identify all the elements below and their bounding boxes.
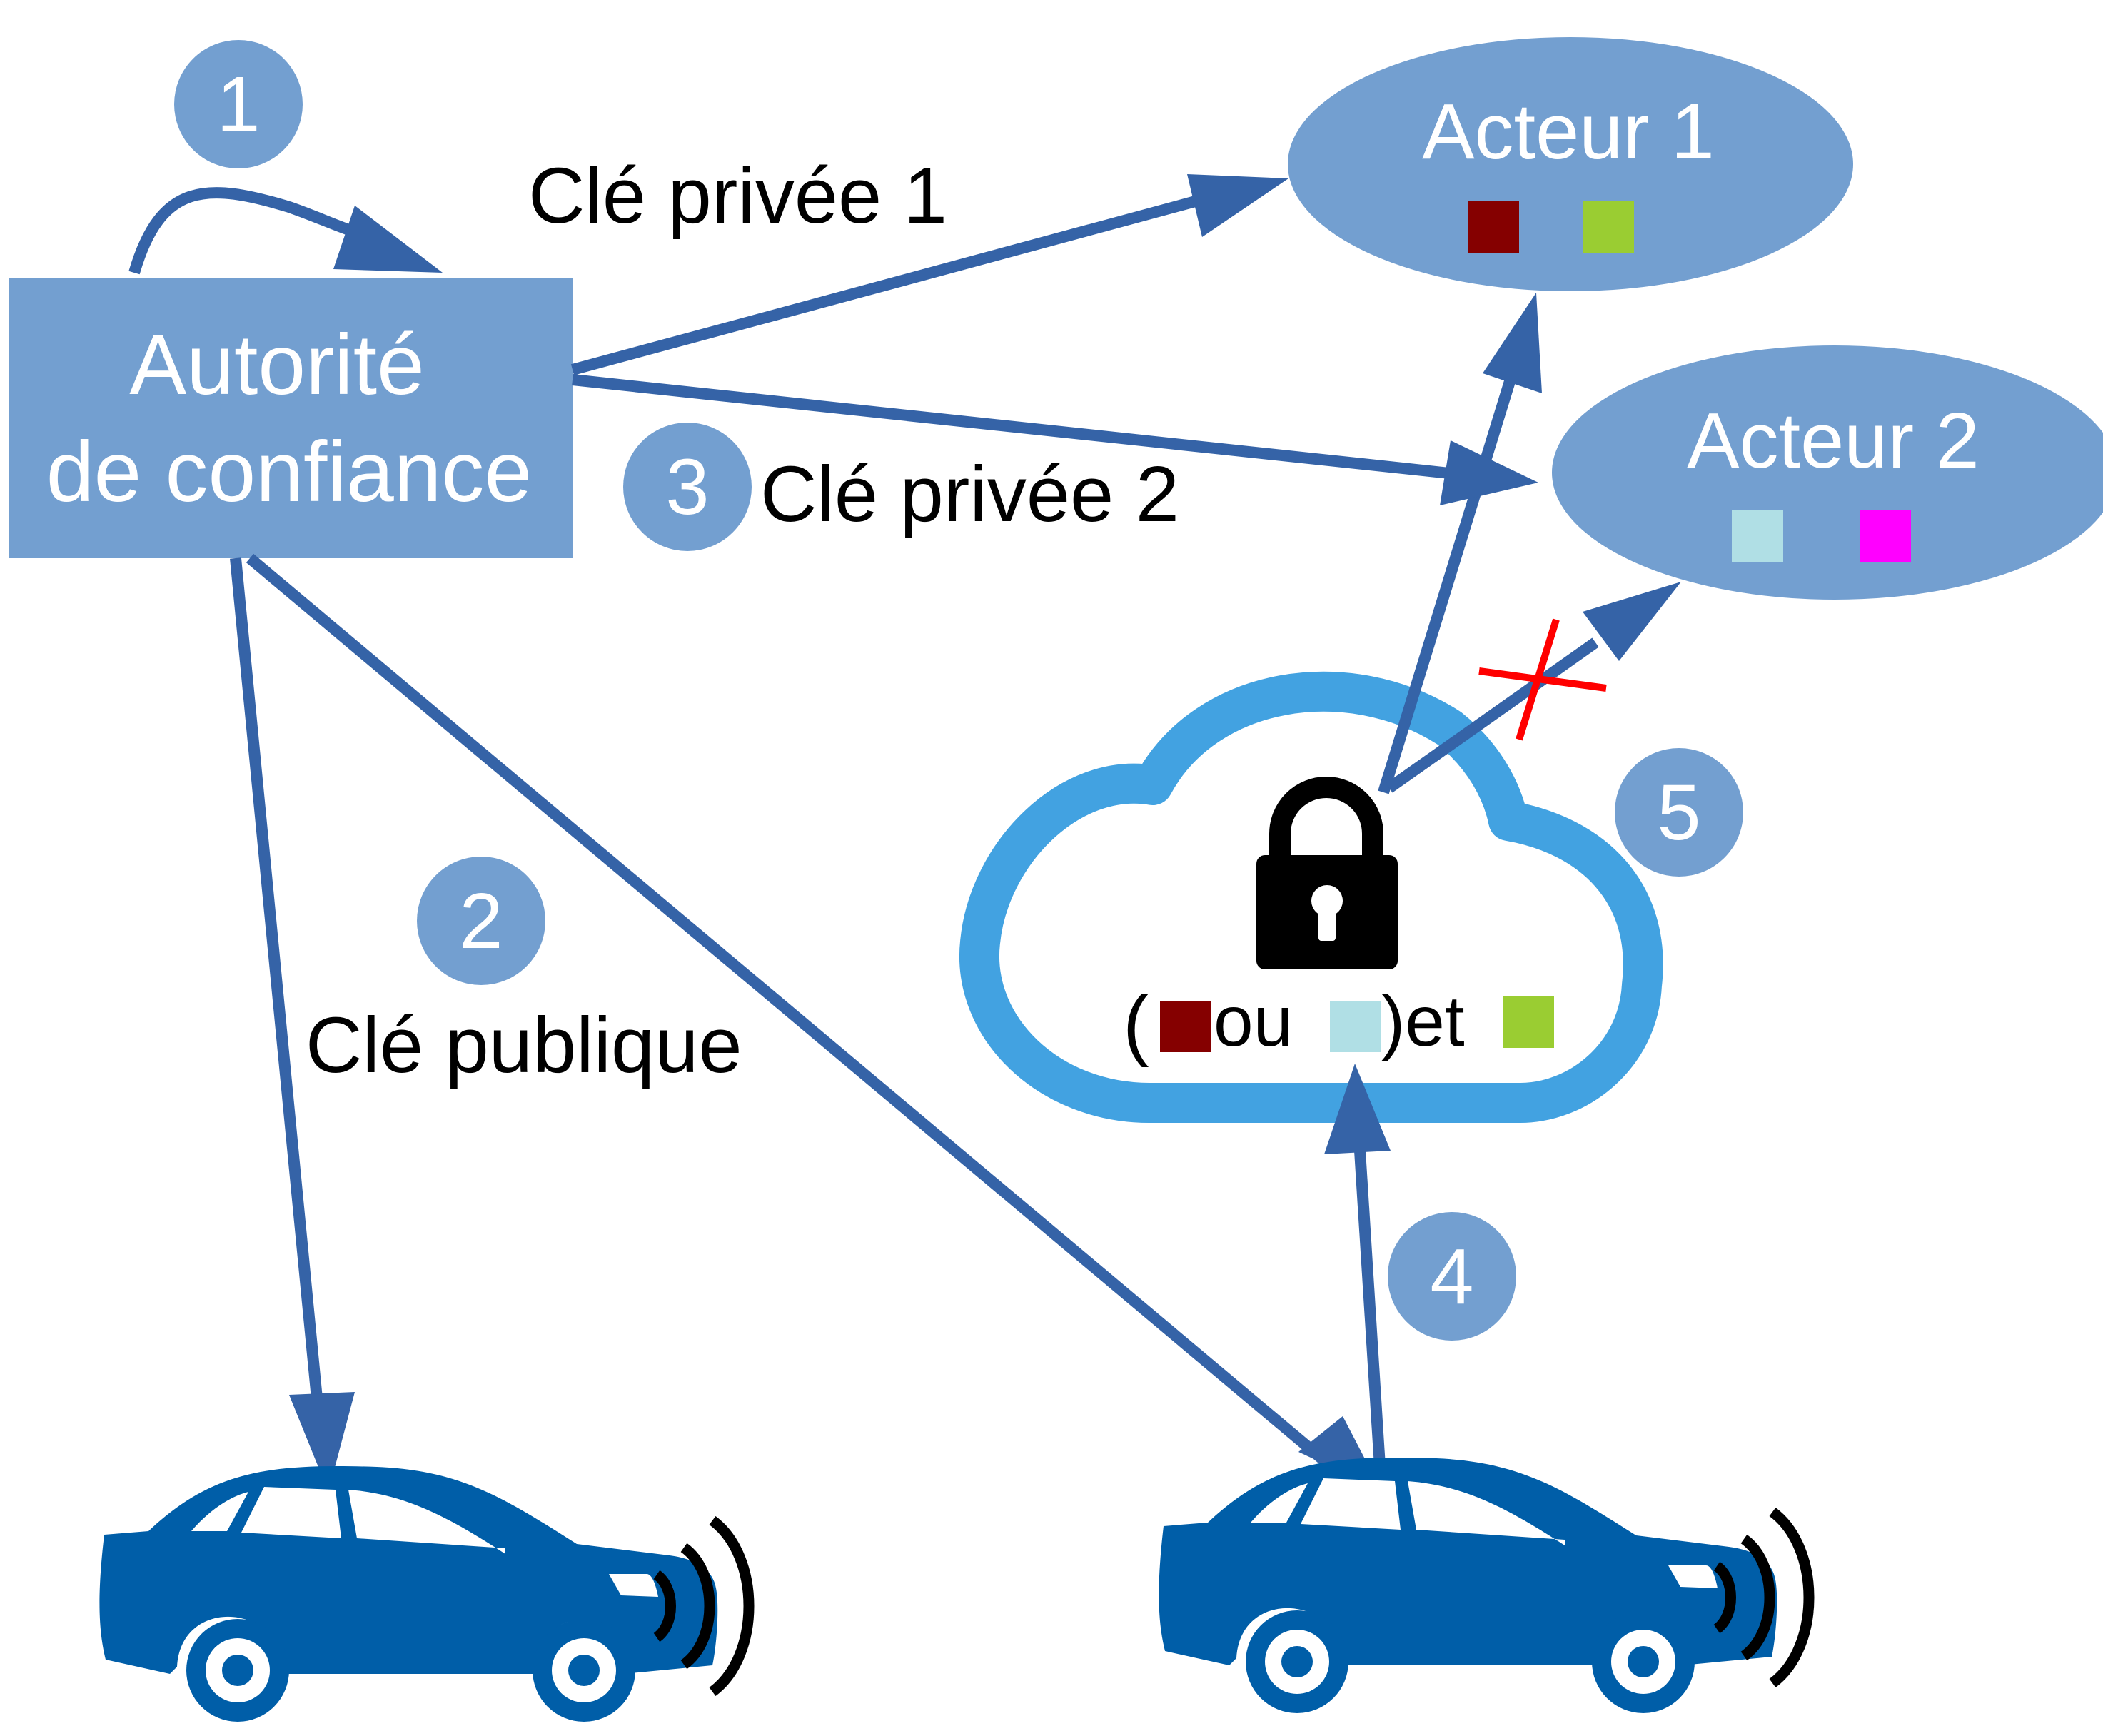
access-denied-cross-icon xyxy=(1478,618,1607,741)
actor-1-access-arrow xyxy=(1378,368,1519,794)
policy-attribute-swatch xyxy=(1160,1001,1211,1052)
policy-attribute-swatch xyxy=(1330,1001,1381,1052)
authority-title-line1: Autorité xyxy=(129,317,425,413)
public-key-label: Clé publique xyxy=(306,1001,742,1089)
arrowhead xyxy=(1483,293,1542,393)
public-key-arrow-car-2 xyxy=(246,553,1333,1470)
actor-1-label: Acteur 1 xyxy=(1422,88,1715,176)
arrowhead xyxy=(289,1392,355,1492)
policy-attribute-swatch xyxy=(1503,996,1554,1048)
step-number-3: 3 xyxy=(665,443,709,531)
arrowhead xyxy=(1187,174,1288,237)
private-key-2-arrow xyxy=(572,374,1457,480)
step-badge-2 xyxy=(417,857,545,985)
arrowhead xyxy=(1583,582,1681,661)
step-number-5: 5 xyxy=(1657,769,1700,857)
actor-1-attribute-swatch xyxy=(1583,201,1634,253)
upload-arrow xyxy=(1354,1150,1386,1478)
actor-2-label: Acteur 2 xyxy=(1687,397,1980,485)
authority-box xyxy=(9,278,573,558)
padlock-icon xyxy=(1256,777,1398,969)
car-icon xyxy=(1159,1457,1777,1713)
step-badge-3 xyxy=(623,423,752,551)
actor-2-attribute-swatch xyxy=(1860,510,1911,562)
actor-2-ellipse xyxy=(1552,345,2103,600)
arrowhead xyxy=(333,206,443,273)
actor-1-attribute-swatch xyxy=(1468,201,1519,253)
private-key-1-arrow xyxy=(570,194,1203,375)
arrowhead xyxy=(1324,1064,1391,1154)
policy-or-text: ou xyxy=(1214,981,1293,1061)
actor-2-attribute-swatch xyxy=(1732,510,1783,562)
step-badge-1 xyxy=(174,40,303,168)
step-1-self-arrow xyxy=(128,187,359,275)
arrows xyxy=(128,187,1599,1478)
arrowhead xyxy=(1440,440,1538,505)
authority-title-line2: de confiance xyxy=(46,424,533,520)
policy-open-paren: ( xyxy=(1123,980,1149,1068)
public-key-arrow-car-1 xyxy=(230,557,324,1414)
policy-close-and-text: )et xyxy=(1381,981,1465,1061)
step-badge-5 xyxy=(1615,748,1743,877)
private-key-1-label: Clé privée 1 xyxy=(528,152,947,240)
step-badge-4 xyxy=(1388,1212,1516,1341)
private-key-2-label: Clé privée 2 xyxy=(760,450,1179,538)
step-number-4: 4 xyxy=(1430,1233,1473,1321)
car-icon xyxy=(99,1465,718,1722)
actor-1-ellipse xyxy=(1288,37,1853,291)
actor-2-blocked-arrow xyxy=(1386,637,1599,793)
step-number-1: 1 xyxy=(216,61,260,148)
step-number-2: 2 xyxy=(459,877,503,965)
